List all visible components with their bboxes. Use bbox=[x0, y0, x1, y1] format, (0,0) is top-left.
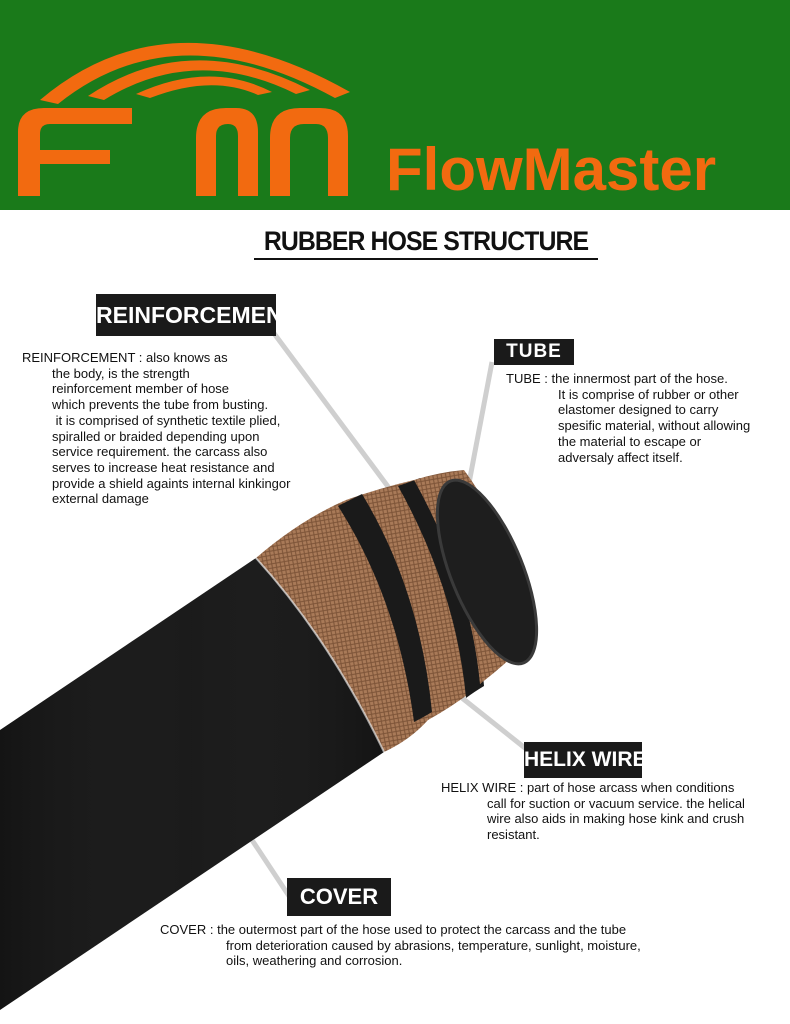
cover-line: oils, weathering and corrosion. bbox=[226, 953, 403, 969]
cover-description: COVER : the outermost part of the hose u… bbox=[160, 922, 680, 969]
reinforcement-line: serves to increase heat resistance and bbox=[52, 459, 275, 475]
title-underline bbox=[254, 258, 598, 260]
helix-wire-label: HELIX WIRE bbox=[524, 742, 647, 778]
helix-wire-term: HELIX WIRE : bbox=[441, 780, 527, 795]
reinforcement-line: it is comprised of synthetic textile pli… bbox=[52, 412, 281, 428]
reinforcement-description: REINFORCEMENT : also knows as the body, … bbox=[22, 350, 352, 507]
reinforcement-term: REINFORCEMENT : bbox=[22, 350, 146, 365]
reinforcement-line: the body, is the strength bbox=[52, 365, 190, 381]
tube-first-line: the innermost part of the hose. bbox=[551, 371, 728, 386]
page-title: RUBBER HOSE STRUCTURE bbox=[263, 226, 589, 256]
tube-label: TUBE bbox=[494, 339, 574, 365]
helix-wire-description: HELIX WIRE : part of hose arcass when co… bbox=[441, 780, 781, 843]
tube-term: TUBE : bbox=[506, 371, 552, 386]
brand-name: FlowMaster bbox=[386, 136, 717, 203]
reinforcement-line: reinforcement member of hose bbox=[52, 381, 230, 397]
cover-line: from deterioration caused by abrasions, … bbox=[226, 937, 641, 953]
cover-term: COVER : bbox=[160, 922, 218, 937]
helix-wire-line: wire also aids in making hose kink and c… bbox=[487, 811, 745, 827]
reinforcement-label: REINFORCEMENT bbox=[96, 294, 297, 336]
cover-label: COVER bbox=[287, 878, 391, 916]
flowmaster-logo-icon bbox=[18, 42, 350, 196]
tube-line: the material to escape or bbox=[558, 433, 702, 449]
tube-line: spesific material, without allowing bbox=[558, 418, 751, 434]
helix-wire-line: resistant. bbox=[487, 827, 540, 843]
brand-header: FlowMaster bbox=[0, 0, 790, 210]
helix-wire-line: call for suction or vacuum service. the … bbox=[487, 795, 745, 811]
reinforcement-line: provide a shield againts internal kinkin… bbox=[52, 475, 291, 491]
reinforcement-line: which prevents the tube from busting. bbox=[52, 397, 269, 413]
reinforcement-line: spiralled or braided depending upon bbox=[52, 428, 260, 444]
reinforcement-first-line: also knows as bbox=[146, 350, 228, 365]
helix-wire-first-line: part of hose arcass when conditions bbox=[526, 780, 735, 795]
tube-line: It is comprise of rubber or other bbox=[558, 386, 739, 402]
reinforcement-line: external damage bbox=[52, 491, 149, 507]
reinforcement-line: service requirement. the carcass also bbox=[52, 444, 268, 460]
tube-description: TUBE : the innermost part of the hose. I… bbox=[506, 371, 776, 465]
tube-line: adversaly affect itself. bbox=[558, 449, 683, 465]
tube-line: elastomer designed to carry bbox=[558, 402, 719, 418]
cover-first-line: the outermost part of the hose used to p… bbox=[217, 922, 627, 937]
